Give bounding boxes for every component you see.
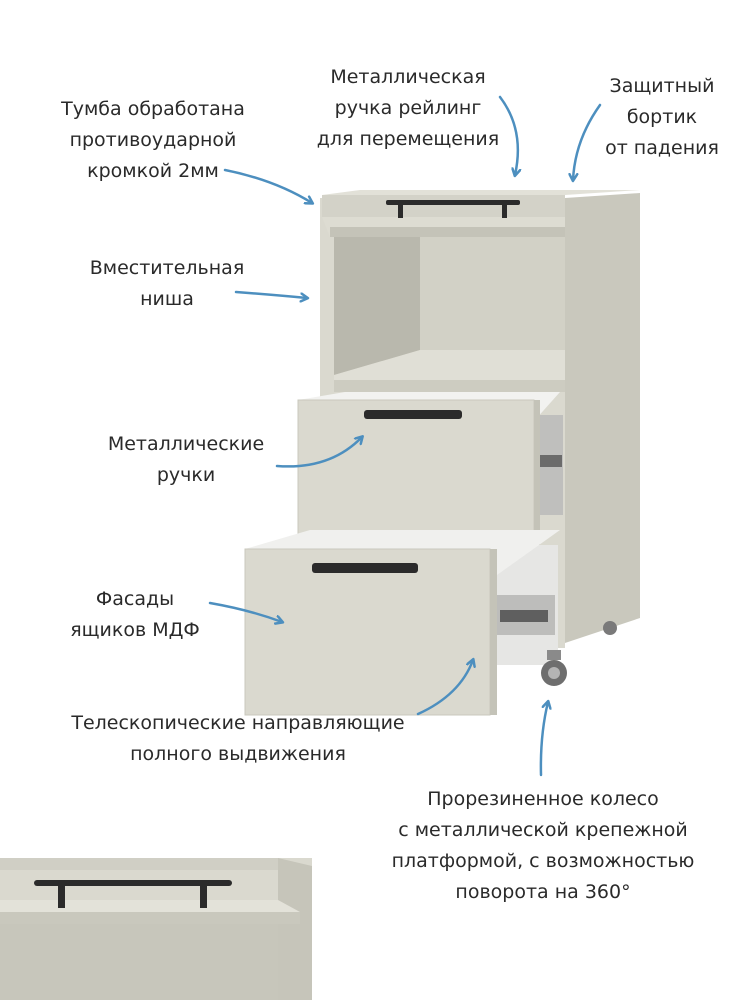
callout-wheel: Прорезиненное колесо с металлической кре… [380,784,706,908]
callout-rail-handle-line-3: для перемещения [316,128,500,150]
callout-slides-line-1: Телескопические направляющие [71,712,405,734]
callout-edge-line-3: кромкой 2мм [87,160,219,182]
callout-slides-line-2: полного выдвижения [130,743,346,765]
callout-rail-handle-line-1: Металлическая [330,66,486,88]
callout-rail-handle: Металлическая ручка рейлинг для перемеще… [300,62,516,155]
callout-edge: Тумба обработана противоударной кромкой … [58,94,248,187]
arrow-slides [416,660,473,716]
callout-niche: Вместительная ниша [82,253,252,315]
callout-facades-line-1: Фасады [95,588,175,610]
arrow-edge [223,168,312,203]
closeup-detail [0,858,312,1000]
callout-rail-handle-line-2: ручка рейлинг [334,97,482,119]
callout-wheel-line-2: с металлической крепежной [398,819,688,841]
callout-wheel-line-3: платформой, с возможностью [391,850,695,872]
wheel [541,621,617,686]
callout-niche-line-2: ниша [140,288,194,310]
callout-edge-line-2: противоударной [69,129,237,151]
callout-wheel-line-1: Прорезиненное колесо [427,788,659,810]
callout-guard: Защитный бортик от падения [598,71,726,164]
arrow-rail-handle [498,95,518,175]
callout-guard-line-3: от падения [605,137,719,159]
arrow-guard [573,103,602,180]
callout-facades: Фасады ящиков МДФ [60,584,210,646]
lower-drawer [244,530,560,716]
callout-edge-line-1: Тумба обработана [61,98,245,120]
arrow-facades [208,601,282,622]
arrow-handles [275,437,362,468]
callout-niche-line-1: Вместительная [89,257,245,279]
callout-guard-line-2: бортик [626,106,698,128]
callout-arrows [208,95,602,777]
arrow-wheel [539,702,548,777]
callout-handles-line-1: Металлические [107,433,265,455]
niche-compartment [334,237,565,392]
cabinet-side-panel [565,193,640,643]
rail-handle [386,200,520,218]
callout-handles-line-2: ручки [156,464,216,486]
callout-facades-line-2: ящиков МДФ [70,619,200,641]
callout-handles: Металлические ручки [96,429,276,491]
callout-wheel-line-4: поворота на 360° [455,881,631,903]
upper-drawer [297,392,563,547]
callout-guard-line-1: Защитный [609,75,715,97]
callout-slides: Телескопические направляющие полного выд… [52,708,424,770]
arrow-niche [234,290,307,298]
